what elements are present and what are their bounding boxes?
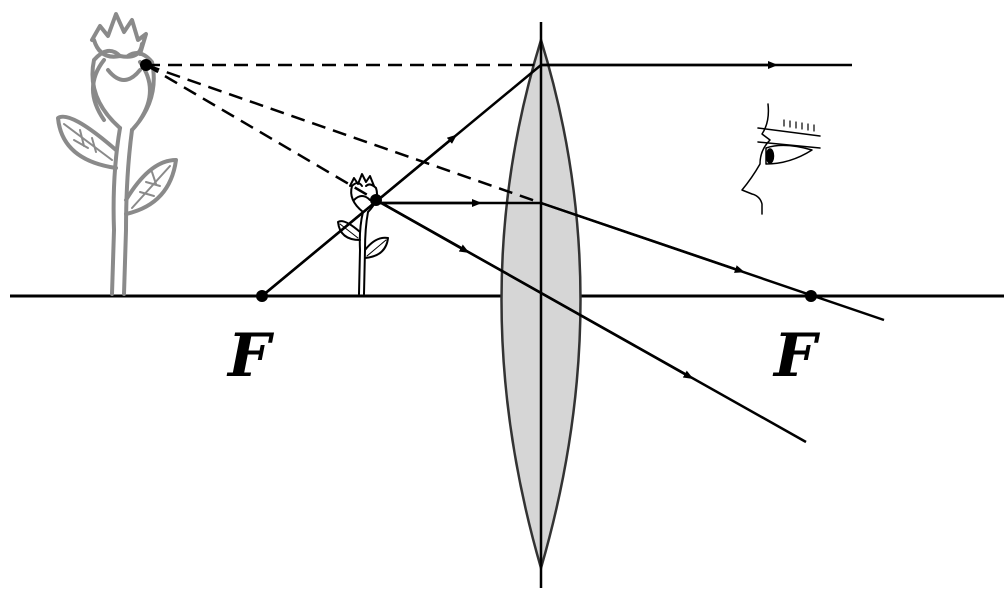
virtual-image-tip-point: [140, 59, 152, 71]
large-flower-icon: [56, 12, 178, 296]
parallel-ray-refracted-arrow: [540, 201, 745, 273]
virtual-ray-extensions: [145, 63, 542, 205]
eye-icon: [741, 103, 821, 215]
light-rays: [261, 61, 885, 444]
dashed-extension-focal-ray: [145, 63, 542, 205]
center-ray-arrow-2: [375, 198, 694, 379]
left-focal-point: [256, 290, 268, 302]
focal-ray-incident-arrow: [261, 134, 458, 297]
right-focal-point: [805, 290, 817, 302]
dashed-extension-center-ray: [145, 63, 377, 202]
small-flower-icon: [337, 173, 389, 295]
left-focal-label: F: [226, 321, 275, 391]
convex-lens: [500, 22, 582, 588]
right-focal-label: F: [772, 321, 821, 391]
